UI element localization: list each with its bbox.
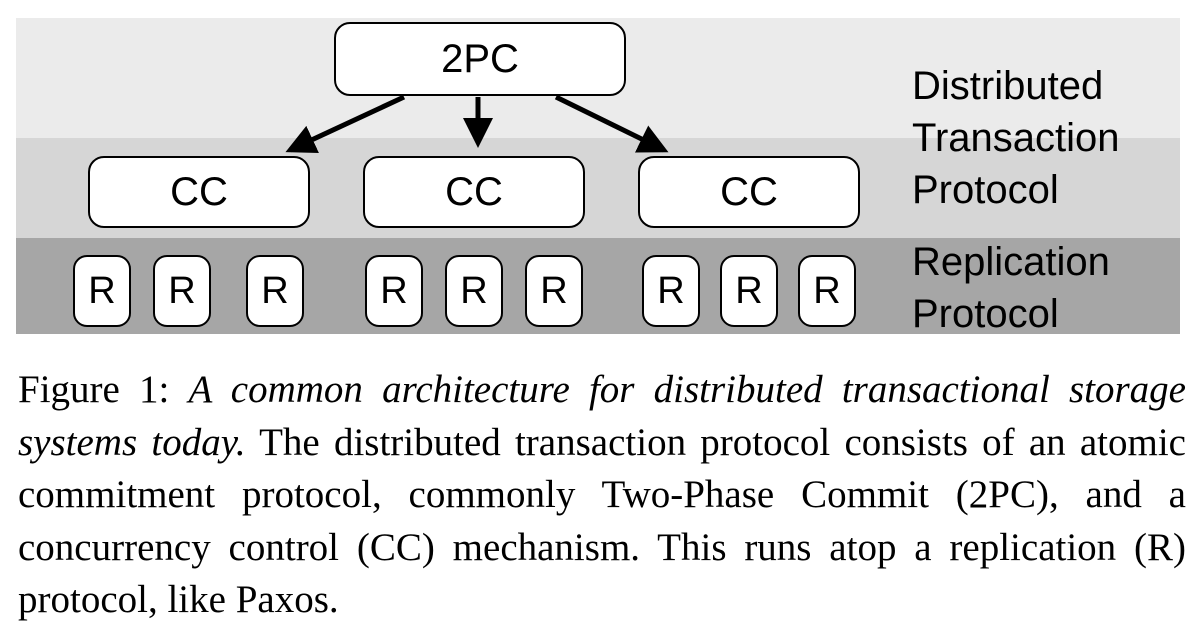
replica-node-1: R: [73, 255, 131, 327]
architecture-figure: 2PC CC CC CC R R R R R R R R R Distribut…: [16, 18, 1180, 336]
figure-caption: Figure 1: A common architecture for dist…: [18, 364, 1186, 627]
replica-node-7: R: [642, 255, 700, 327]
cc-node-3: CC: [638, 156, 860, 228]
figure-label: Figure 1:: [18, 368, 170, 411]
replica-node-6: R: [525, 255, 583, 327]
replica-node-2: R: [153, 255, 211, 327]
distributed-transaction-protocol-label: Distributed Transaction Protocol: [912, 64, 1120, 212]
replica-node-4: R: [365, 255, 423, 327]
cc-node-1: CC: [88, 156, 310, 228]
replica-node-8: R: [720, 255, 778, 327]
replication-protocol-label: Replication Protocol: [912, 240, 1110, 336]
caption-body: The distributed transaction protocol con…: [18, 420, 1186, 622]
two-phase-commit-node: 2PC: [334, 22, 626, 96]
replica-node-9: R: [798, 255, 856, 327]
cc-node-2: CC: [363, 156, 585, 228]
replica-node-3: R: [246, 255, 304, 327]
caption-title: A common architecture for distributed tr…: [18, 368, 1186, 464]
replica-node-5: R: [445, 255, 503, 327]
